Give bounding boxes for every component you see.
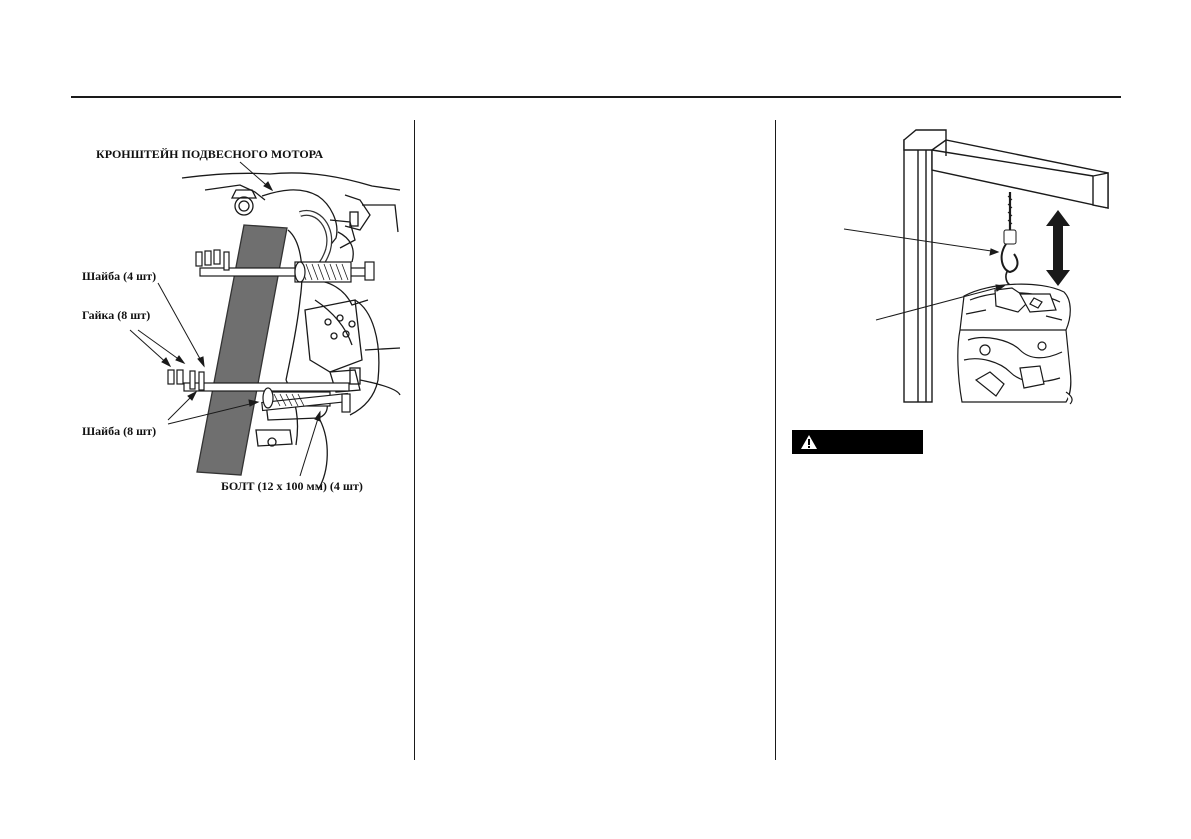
label-outboard-bracket: КРОНШТЕЙН ПОДВЕСНОГО МОТОРА — [96, 147, 324, 161]
label-washer-8: Шайба (8 шт) — [82, 424, 157, 438]
label-washer-4: Шайба (4 шт) — [82, 269, 157, 283]
column-divider-left — [414, 120, 415, 760]
label-nut-8: Гайка (8 шт) — [82, 308, 151, 322]
warning-triangle-icon — [801, 435, 817, 449]
header-rule — [71, 96, 1121, 98]
label-bolt: БОЛТ (12 x 100 мм) (4 шт) — [221, 479, 363, 493]
column-divider-right — [775, 120, 776, 760]
warning-banner — [792, 430, 923, 454]
bracket-illustration — [129, 161, 401, 491]
